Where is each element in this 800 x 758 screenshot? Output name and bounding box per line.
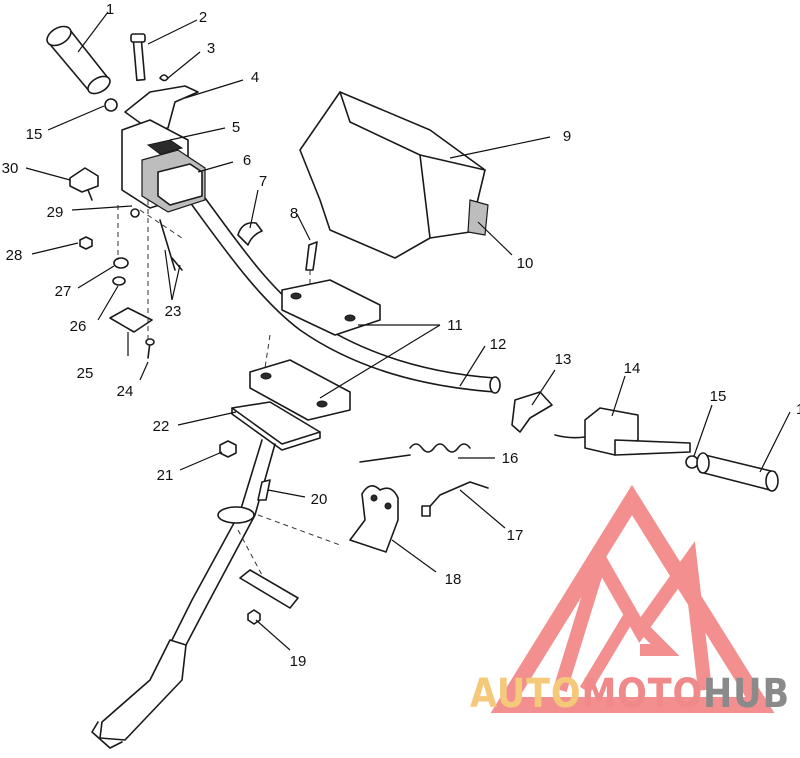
bushing-19: [239, 569, 299, 625]
callout-13: 13: [555, 351, 572, 368]
callout-2: 2: [199, 9, 207, 26]
brake-switch: [511, 391, 553, 433]
nut-28: [79, 236, 93, 250]
brake-master-cylinder: [554, 407, 691, 456]
callout-labels: 1 2 3 4 5 6 7 8 9 10 11 12 13 14 15 1 15…: [2, 1, 800, 670]
callout-11: 11: [447, 317, 463, 334]
callout-24: 24: [117, 383, 134, 400]
callout-26: 26: [70, 318, 87, 335]
callout-21: 21: [157, 467, 174, 484]
watermark-moto: MOTO: [581, 671, 703, 717]
hex-nut-21: [219, 440, 237, 458]
pin-23: [159, 219, 183, 271]
callout-28: 28: [6, 247, 23, 264]
callout-8: 8: [290, 205, 298, 222]
callout-4: 4: [251, 69, 259, 86]
cover-plate-25: [109, 307, 153, 333]
callout-10: 10: [517, 255, 534, 272]
mounting-bracket: [349, 485, 399, 553]
svg-text:AUTOMOTOHUB: AUTOMOTOHUB: [470, 671, 790, 717]
screw-24: [145, 338, 155, 359]
callout-6: 6: [243, 152, 251, 169]
callout-3: 3: [207, 40, 215, 57]
left-grip: [46, 25, 111, 95]
callout-18: 18: [445, 571, 462, 588]
screw-29: [130, 208, 140, 218]
steering-post: [91, 439, 276, 749]
callout-20: 20: [311, 491, 328, 508]
callout-12: 12: [490, 336, 507, 353]
callout-16: 16: [502, 450, 519, 467]
steering-plate: [231, 401, 321, 451]
callout-9: 9: [563, 128, 571, 145]
callout-5: 5: [232, 119, 240, 136]
nut-26: [112, 276, 126, 286]
pivot-pin: [130, 33, 146, 82]
wire-harness: [421, 481, 489, 517]
throttle-lever: [124, 85, 199, 131]
throttle-housing: [121, 119, 206, 213]
callout-15-right: 15: [710, 388, 727, 405]
callout-17: 17: [507, 527, 524, 544]
cable-clamp: [237, 221, 263, 246]
grip-bushing-right: [685, 455, 699, 469]
coiled-heater-wire: [359, 443, 471, 463]
grip-bushing-left: [104, 98, 118, 112]
callout-14: 14: [624, 360, 641, 377]
watermark-auto: AUTO: [470, 671, 581, 717]
callout-1-right: 1: [796, 401, 800, 418]
retaining-clip: [159, 74, 169, 82]
handlebar-cover: [299, 91, 489, 259]
callout-22: 22: [153, 418, 170, 435]
riser-bolt: [305, 241, 318, 271]
leader-lines: [25, 11, 791, 651]
callout-25: 25: [77, 365, 94, 382]
washer-27: [113, 257, 129, 269]
riser-clamp-upper: [281, 279, 381, 336]
assembly-lines: [117, 200, 341, 576]
callout-1: 1: [106, 1, 114, 18]
callout-7: 7: [259, 173, 267, 190]
watermark-wordmark: AUTOMOTOHUB: [470, 671, 790, 717]
kill-switch: [69, 167, 99, 201]
callout-15-left: 15: [26, 126, 43, 143]
riser-clamp-lower: [249, 359, 351, 421]
callout-27: 27: [55, 283, 72, 300]
bolt-20: [257, 479, 271, 501]
callout-30: 30: [2, 160, 19, 177]
right-grip: [696, 452, 779, 492]
watermark-logo-icon: [490, 484, 775, 713]
callout-19: 19: [290, 653, 307, 670]
callout-23: 23: [165, 303, 182, 320]
watermark-hub: HUB: [703, 671, 790, 717]
callout-29: 29: [47, 204, 64, 221]
